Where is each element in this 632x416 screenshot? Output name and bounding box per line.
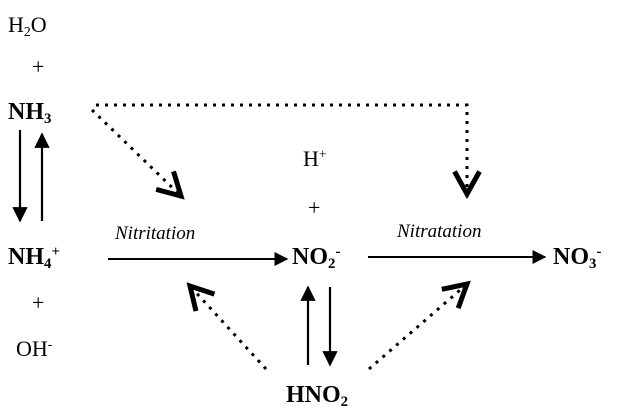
plus-sign-top: + [32,54,45,79]
plus-sign-left: + [32,290,45,315]
hydrogen-ion-label: H+ [303,146,327,171]
nitrite-label: NO2- [292,243,341,273]
ammonium-label: NH4+ [8,243,60,273]
nitrous-acid-label: HNO2 [286,382,349,411]
ammonia-to-nitritation-dotted-arrow [90,108,181,196]
nitrous-acid-to-nitritation-dotted-arrow [190,286,268,371]
hydroxide-label: OH- [16,336,53,361]
nitrous-acid-to-nitratation-dotted-arrow [368,284,467,371]
nitratation-label: Nitratation [397,221,482,242]
water-label: H2O [8,12,47,39]
plus-sign-middle: + [308,195,321,220]
ammonia-label: NH3 [8,99,52,128]
nitritation-label: Nitritation [115,223,196,244]
ammonia-to-nitratation-dotted-arrow [96,103,467,194]
nitrate-label: NO3- [553,243,602,273]
